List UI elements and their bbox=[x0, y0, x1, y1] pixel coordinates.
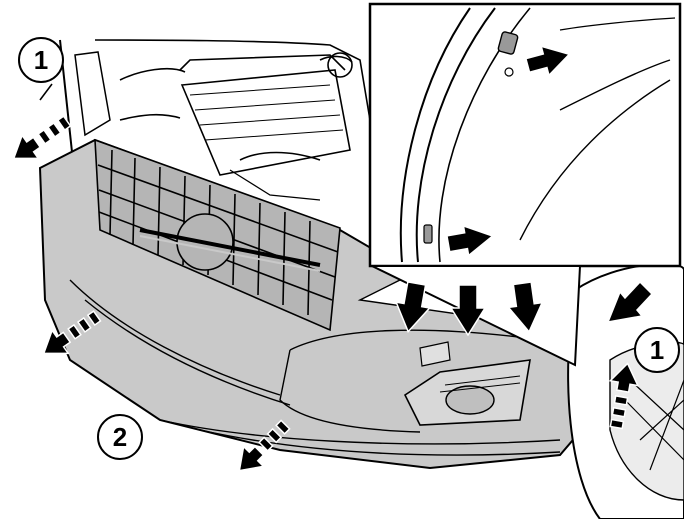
callout-2: 2 bbox=[98, 415, 142, 459]
callout-label: 1 bbox=[650, 335, 664, 365]
callout-1-left: 1 bbox=[19, 38, 63, 100]
left-headlight-edge bbox=[75, 52, 110, 135]
callout-label: 1 bbox=[34, 45, 48, 75]
callout-label: 2 bbox=[113, 422, 127, 452]
callout-1-right: 1 bbox=[635, 328, 679, 372]
